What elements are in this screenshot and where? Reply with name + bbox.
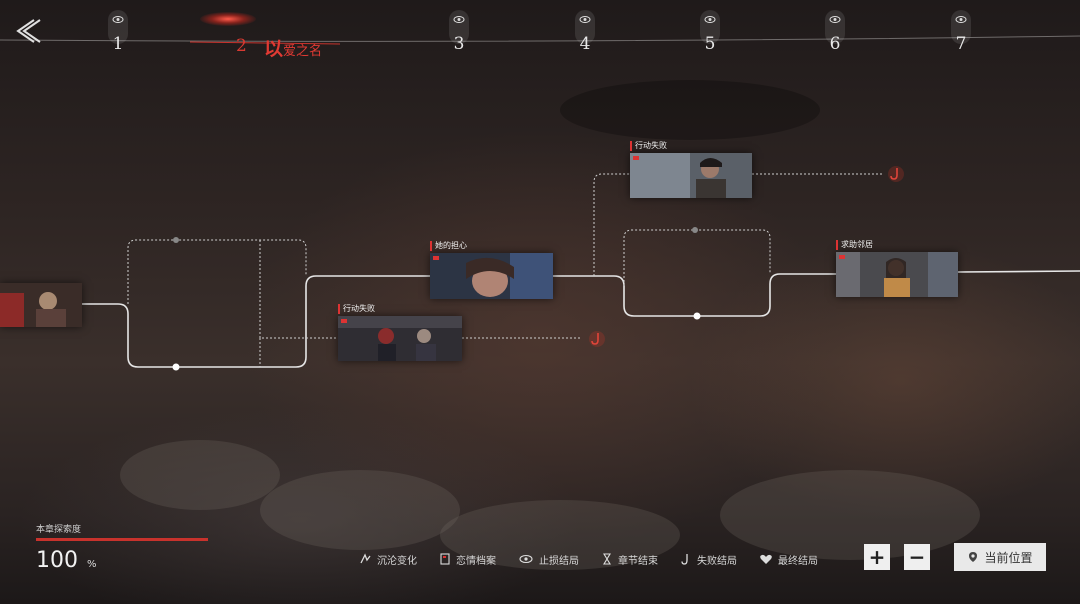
active-chapter-glow	[200, 12, 256, 26]
chapter-tab-5[interactable]: 5	[698, 10, 722, 54]
progress-bar	[36, 538, 208, 541]
eye-icon	[519, 554, 533, 564]
node-label: 行动失败	[338, 304, 375, 314]
story-node-fail-1[interactable]: 行动失败	[338, 304, 462, 361]
chapter-number: 1	[112, 34, 124, 54]
chapter-line	[0, 35, 1080, 45]
path-solid	[82, 275, 430, 368]
node-label: 行动失败	[630, 141, 667, 151]
node-label: 她的担心	[430, 241, 467, 251]
chapter-tab-2-active[interactable]: 2 以爱之名	[200, 8, 340, 60]
current-position-button[interactable]: 当前位置	[954, 543, 1046, 571]
progress-value: 100	[36, 548, 78, 573]
node-label: 求助邻居	[836, 240, 873, 250]
eye-icon	[579, 16, 591, 23]
node-tag	[433, 256, 439, 260]
zoom-in-button[interactable]: +	[864, 544, 890, 570]
node-tag	[839, 255, 845, 259]
legend-item: 止损结局	[518, 552, 579, 567]
chapter-subtitle: 爱之名	[283, 44, 323, 59]
chapter-number: 3	[453, 34, 465, 54]
path-dotted	[623, 229, 771, 286]
chapter-bar: 1 2 以爱之名 3 4 5 6 7	[0, 0, 1080, 70]
scene-thumbnail	[836, 252, 958, 297]
story-node-start[interactable]	[0, 283, 82, 327]
scene-thumbnail	[338, 316, 462, 361]
legend-item: 最终结局	[759, 552, 818, 567]
progress-caption: 本章探索度	[36, 525, 82, 535]
zoom-out-button[interactable]: −	[904, 544, 930, 570]
story-node-ask-neighbor[interactable]: 求助邻居	[836, 240, 958, 297]
location-icon	[969, 552, 978, 562]
eye-icon	[829, 16, 841, 23]
chapter-number: 4	[579, 34, 591, 54]
file-icon	[440, 553, 450, 565]
chapter-tab-4[interactable]: 4	[573, 10, 597, 54]
back-button[interactable]	[12, 16, 42, 46]
chapter-number: 6	[829, 34, 841, 54]
story-node-her-worry[interactable]: 她的担心	[430, 241, 553, 299]
chapter-tab-3[interactable]: 3	[447, 10, 471, 54]
path-node-dot	[172, 363, 180, 371]
legend-item: 失败结局	[680, 552, 737, 567]
story-node-fail-2[interactable]: 行动失败	[630, 141, 752, 198]
chapter-number: 2	[236, 36, 247, 56]
path-solid	[553, 273, 836, 317]
path-solid	[957, 270, 1080, 273]
chapter-progress: 本章探索度 100 %	[36, 522, 256, 582]
back-arrow-icon	[16, 19, 41, 43]
path-dotted	[259, 240, 338, 339]
current-position-label: 当前位置	[984, 550, 1033, 565]
hourglass-icon	[603, 553, 611, 565]
path-node-dot	[692, 227, 698, 233]
path-node-dot	[173, 237, 179, 243]
legend-item: 章节结束	[601, 552, 658, 567]
scene-thumbnail	[0, 283, 82, 327]
node-tag	[633, 156, 639, 160]
hook-icon	[589, 331, 605, 347]
hook-icon	[888, 166, 904, 182]
path-dotted	[127, 239, 307, 304]
chapter-title: 以爱之名	[264, 38, 323, 60]
map-legend: 沉沦变化 恋情档案 止损结局 章节结束 失败结局 最终结局	[358, 549, 840, 569]
path-dotted	[593, 173, 630, 276]
chapter-tab-6[interactable]: 6	[823, 10, 847, 54]
node-tag	[341, 319, 347, 323]
eye-icon	[453, 16, 465, 23]
fail-ending-marker[interactable]	[588, 330, 606, 348]
chapter-tab-7[interactable]: 7	[949, 10, 973, 54]
progress-unit: %	[87, 559, 97, 570]
legend-item: 恋情档案	[439, 552, 496, 567]
eye-icon	[112, 16, 124, 23]
chapter-tab-1[interactable]: 1	[106, 10, 130, 54]
hook-icon	[681, 554, 688, 565]
path-node-dot	[693, 312, 701, 320]
progress-fill	[36, 538, 208, 541]
eye-icon	[955, 16, 967, 23]
change-icon	[360, 553, 371, 564]
eye-icon	[704, 16, 716, 23]
heart-icon	[760, 554, 772, 564]
scene-thumbnail	[630, 153, 752, 198]
scene-thumbnail	[430, 253, 553, 299]
fail-ending-marker[interactable]	[887, 165, 905, 183]
chapter-number: 7	[955, 34, 967, 54]
chapter-number: 5	[704, 34, 716, 54]
legend-item: 沉沦变化	[358, 552, 417, 567]
